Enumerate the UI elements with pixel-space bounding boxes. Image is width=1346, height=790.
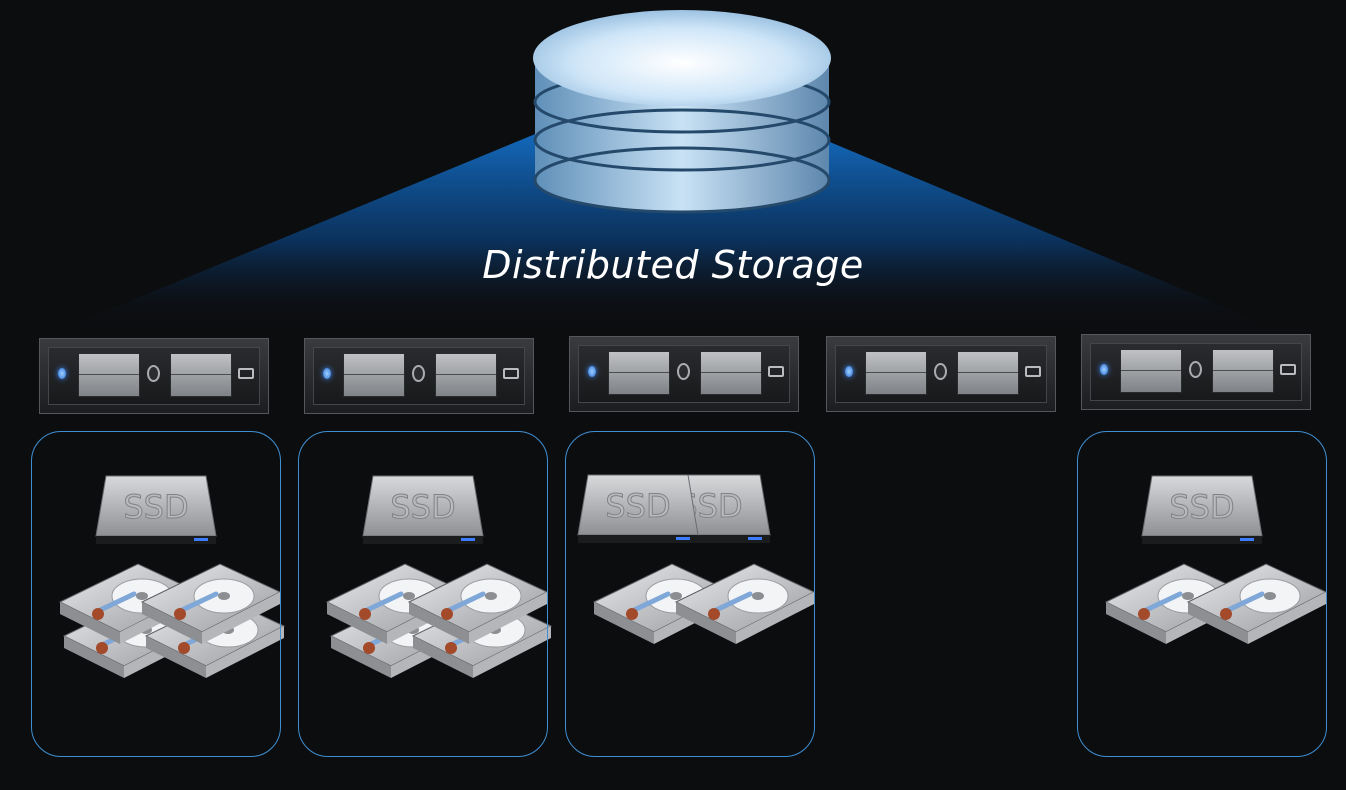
- storage-node-box: [1077, 431, 1327, 757]
- server-icon: [39, 338, 269, 414]
- port-icon: [503, 368, 519, 379]
- drive-bay: [865, 351, 927, 395]
- storage-node-box: [31, 431, 281, 757]
- power-button-icon: [677, 363, 690, 380]
- storage-beam: [60, 130, 1280, 330]
- drive-bay: [608, 351, 670, 395]
- hard-drive-icon: [407, 563, 549, 644]
- hard-drive-icon: [140, 563, 282, 644]
- hard-drive-icon: [674, 563, 816, 644]
- server-icon: [1081, 334, 1311, 410]
- ssd-icon: SSD: [577, 474, 699, 543]
- power-button-icon: [934, 363, 947, 380]
- power-led-icon: [58, 368, 66, 379]
- drive-bay: [170, 353, 232, 397]
- power-button-icon: [1189, 361, 1202, 378]
- drive-bay: [957, 351, 1019, 395]
- drive-bay: [700, 351, 762, 395]
- ssd-icon: SSD: [362, 475, 484, 544]
- ssd-label: SSD: [390, 488, 455, 526]
- server-icon: [304, 338, 534, 414]
- ssd-label: SSD: [1169, 488, 1234, 526]
- power-led-icon: [588, 366, 596, 377]
- server-icon: [826, 336, 1056, 412]
- server-icon: [569, 336, 799, 412]
- port-icon: [1280, 364, 1296, 375]
- ssd-icon: SSD: [95, 475, 217, 544]
- database-icon: [533, 10, 831, 214]
- drive-bay: [435, 353, 497, 397]
- port-icon: [768, 366, 784, 377]
- port-icon: [1025, 366, 1041, 377]
- hard-drive-icon: [1186, 563, 1328, 644]
- power-button-icon: [147, 365, 160, 382]
- drive-bay: [1212, 349, 1274, 393]
- port-icon: [238, 368, 254, 379]
- ssd-label: SSD: [605, 487, 670, 525]
- power-led-icon: [1100, 364, 1108, 375]
- storage-node-box: [298, 431, 548, 757]
- ssd-icon: SSD: [1141, 475, 1263, 544]
- drive-bay: [1120, 349, 1182, 393]
- drive-bay: [78, 353, 140, 397]
- diagram-title: Distributed Storage: [482, 243, 864, 287]
- power-button-icon: [412, 365, 425, 382]
- storage-node-box: [565, 431, 815, 757]
- ssd-label: SSD: [123, 488, 188, 526]
- drive-bay: [343, 353, 405, 397]
- power-led-icon: [323, 368, 331, 379]
- power-led-icon: [845, 366, 853, 377]
- hard-drive-icon: [1104, 563, 1246, 644]
